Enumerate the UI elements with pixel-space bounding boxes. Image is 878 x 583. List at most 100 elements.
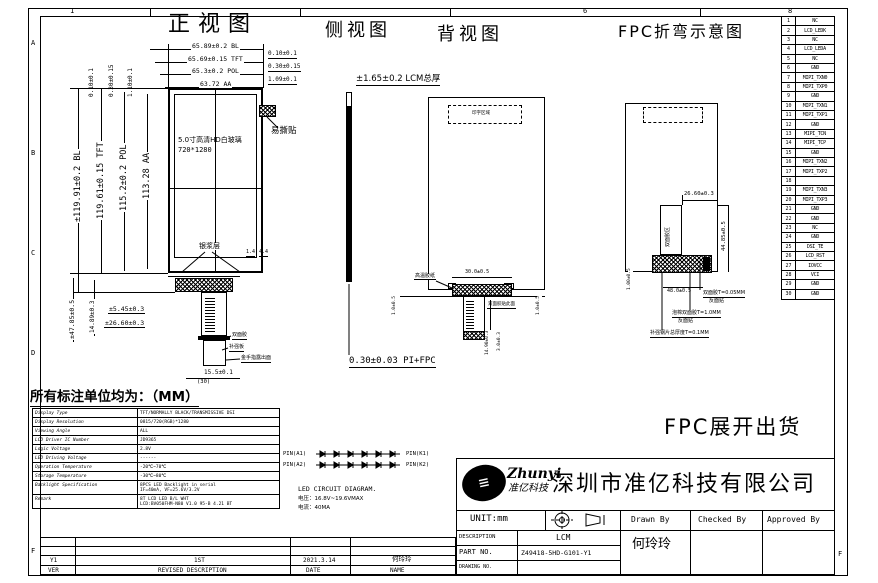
dim-label: 30.0±0.5: [464, 269, 491, 275]
pin-name: LCD_RST: [805, 253, 825, 260]
led-pin-k2: PIN(K2): [406, 462, 430, 468]
spec-row: Display Type TFT/NORMALLY BLACK/TRANSMIS…: [33, 409, 279, 418]
pin-row: 26 LCD_RST: [782, 251, 834, 262]
front-centerline: [215, 88, 216, 273]
tape-face-label: 双面胶贴此面: [487, 302, 516, 309]
title-block: [456, 458, 835, 575]
pin-row: 27 IOVCC: [782, 261, 834, 271]
pin-name: GND: [810, 93, 820, 100]
dim-label: 0.30±0.15: [108, 63, 115, 98]
fpc-tail-upper: [201, 292, 227, 336]
folded-fpc-strip: [660, 205, 682, 255]
pin-row: 10 MIPI_TXN1: [782, 101, 834, 111]
pin-name: NC: [812, 36, 818, 43]
pin-row: 17 MIPI_TXP2: [782, 167, 834, 177]
dim-label: ±119.91±0.2 BL: [73, 149, 83, 223]
revision-table: [40, 537, 456, 575]
fpc-note: 反面贴: [678, 318, 694, 324]
dim-line: [490, 300, 491, 356]
dim-label: 65.89±0.2 BL: [191, 42, 240, 50]
revision-line: [40, 546, 456, 547]
pin-name: MIPI_TXP1: [802, 112, 828, 119]
spec-value-line2: IF=40mA, VF=25.6V/3.2V: [140, 487, 200, 493]
outer-frame: [28, 8, 848, 576]
fpc-note: 泡棉双面胶T=1.0MM: [672, 310, 721, 318]
spec-value-line1: 2.8V: [140, 446, 151, 452]
pin-number: 30: [782, 289, 796, 299]
pin-number: 9: [782, 92, 796, 101]
dim-label: 119.61±0.15 TFT: [96, 141, 106, 220]
resolution-label: 720*1280: [178, 146, 212, 154]
pin-row: 21 GND: [782, 204, 834, 215]
pin-row: 20 MIPI_TXP3: [782, 195, 834, 205]
dim-extension: [718, 205, 728, 206]
zone-letter: A: [31, 39, 36, 47]
drawing-no-label: DRAWING NO.: [459, 564, 493, 570]
spec-value-line1: -20℃~70℃: [140, 464, 167, 470]
dim-label: 65.69±0.15 TFT: [187, 55, 244, 63]
zone-tick: [300, 8, 301, 16]
spec-value-line1: ------: [140, 455, 157, 461]
thickness-dim: ±1.65±0.2 LCM总厚: [356, 74, 441, 86]
fpc-tail-lower: [203, 340, 226, 366]
tape-label: 双面胶: [232, 332, 248, 340]
pin-number: 2: [782, 26, 796, 35]
spec-value-line1: ALL: [140, 428, 149, 434]
zone-letter: F: [838, 550, 843, 558]
pin-row: 16 MIPI_TXN2: [782, 157, 834, 168]
zone-number: 1: [70, 7, 75, 15]
pin-row: 11 MIPI_TXP1: [782, 110, 834, 121]
dim-line: [150, 49, 263, 50]
title-block-line: [456, 530, 835, 531]
title-block-line: [456, 510, 835, 511]
dim-label: 115.2±0.2 POL: [119, 143, 129, 212]
spec-value-line1: -30℃~80℃: [140, 473, 167, 479]
pin-number: 19: [782, 186, 796, 195]
led-pin-a1: PIN(A1): [283, 451, 307, 457]
side-view-title: 侧视图: [325, 20, 391, 41]
pin-name: IOVCC: [808, 262, 822, 269]
dim-label: 48.0±0.5: [667, 288, 692, 294]
pin-row: 30 GND: [782, 289, 834, 299]
pin-number: 29: [782, 280, 796, 289]
dim-label: 14.90±0.3: [485, 329, 491, 356]
spec-row: LCD Driver IC Number JD9365: [33, 436, 279, 445]
print-area-label: 印字区域: [472, 111, 490, 116]
company-name: 深圳市准亿科技有限公司: [552, 472, 817, 497]
dim-label: 63.72 AA: [199, 80, 233, 88]
spec-value: -30℃~80℃: [138, 472, 279, 480]
back-view-title: 背视图: [437, 24, 503, 45]
back-stiffener-hatch: [452, 284, 512, 296]
spec-value-line1: 0815/720(RGB)*1280: [140, 419, 189, 425]
spec-row: Logic Voltage 2.8V: [33, 445, 279, 454]
dim-extension: [74, 292, 175, 293]
zone-number: 6: [583, 7, 588, 15]
pin-row: 3 NC: [782, 35, 834, 46]
zone-tick: [700, 8, 701, 16]
pin-row: 6 GND: [782, 63, 834, 74]
pin-name: MIPI_TCN: [804, 130, 826, 137]
connector-bar: [198, 336, 230, 340]
pin-number: 12: [782, 120, 796, 129]
logo-name: Zhunyi: [507, 466, 562, 482]
pin-name: MIPI_TXN0: [802, 74, 828, 81]
pin-number: 3: [782, 35, 796, 45]
silver-paste-label: 银浆层: [198, 242, 221, 250]
pin-number: 4: [782, 45, 796, 54]
pin-name: LCD_LEDA: [804, 46, 826, 53]
spec-label: Logic Voltage: [33, 445, 138, 453]
dim-line: [728, 205, 729, 272]
side-panel-fill: [347, 106, 351, 281]
back-tail-hatch: [463, 331, 485, 340]
front-midline: [168, 188, 263, 189]
description-label: DESCRIPTION: [459, 534, 496, 540]
golden-fingers: [466, 299, 474, 332]
stiffener-label: 补强板: [229, 344, 245, 352]
revision-line: [350, 537, 351, 575]
spec-label: LED Driving Voltage: [33, 454, 138, 462]
spec-label: LCD Driver IC Number: [33, 436, 138, 444]
pin-name: GND: [810, 281, 820, 288]
led-pin-a2: PIN(A2): [283, 462, 307, 468]
